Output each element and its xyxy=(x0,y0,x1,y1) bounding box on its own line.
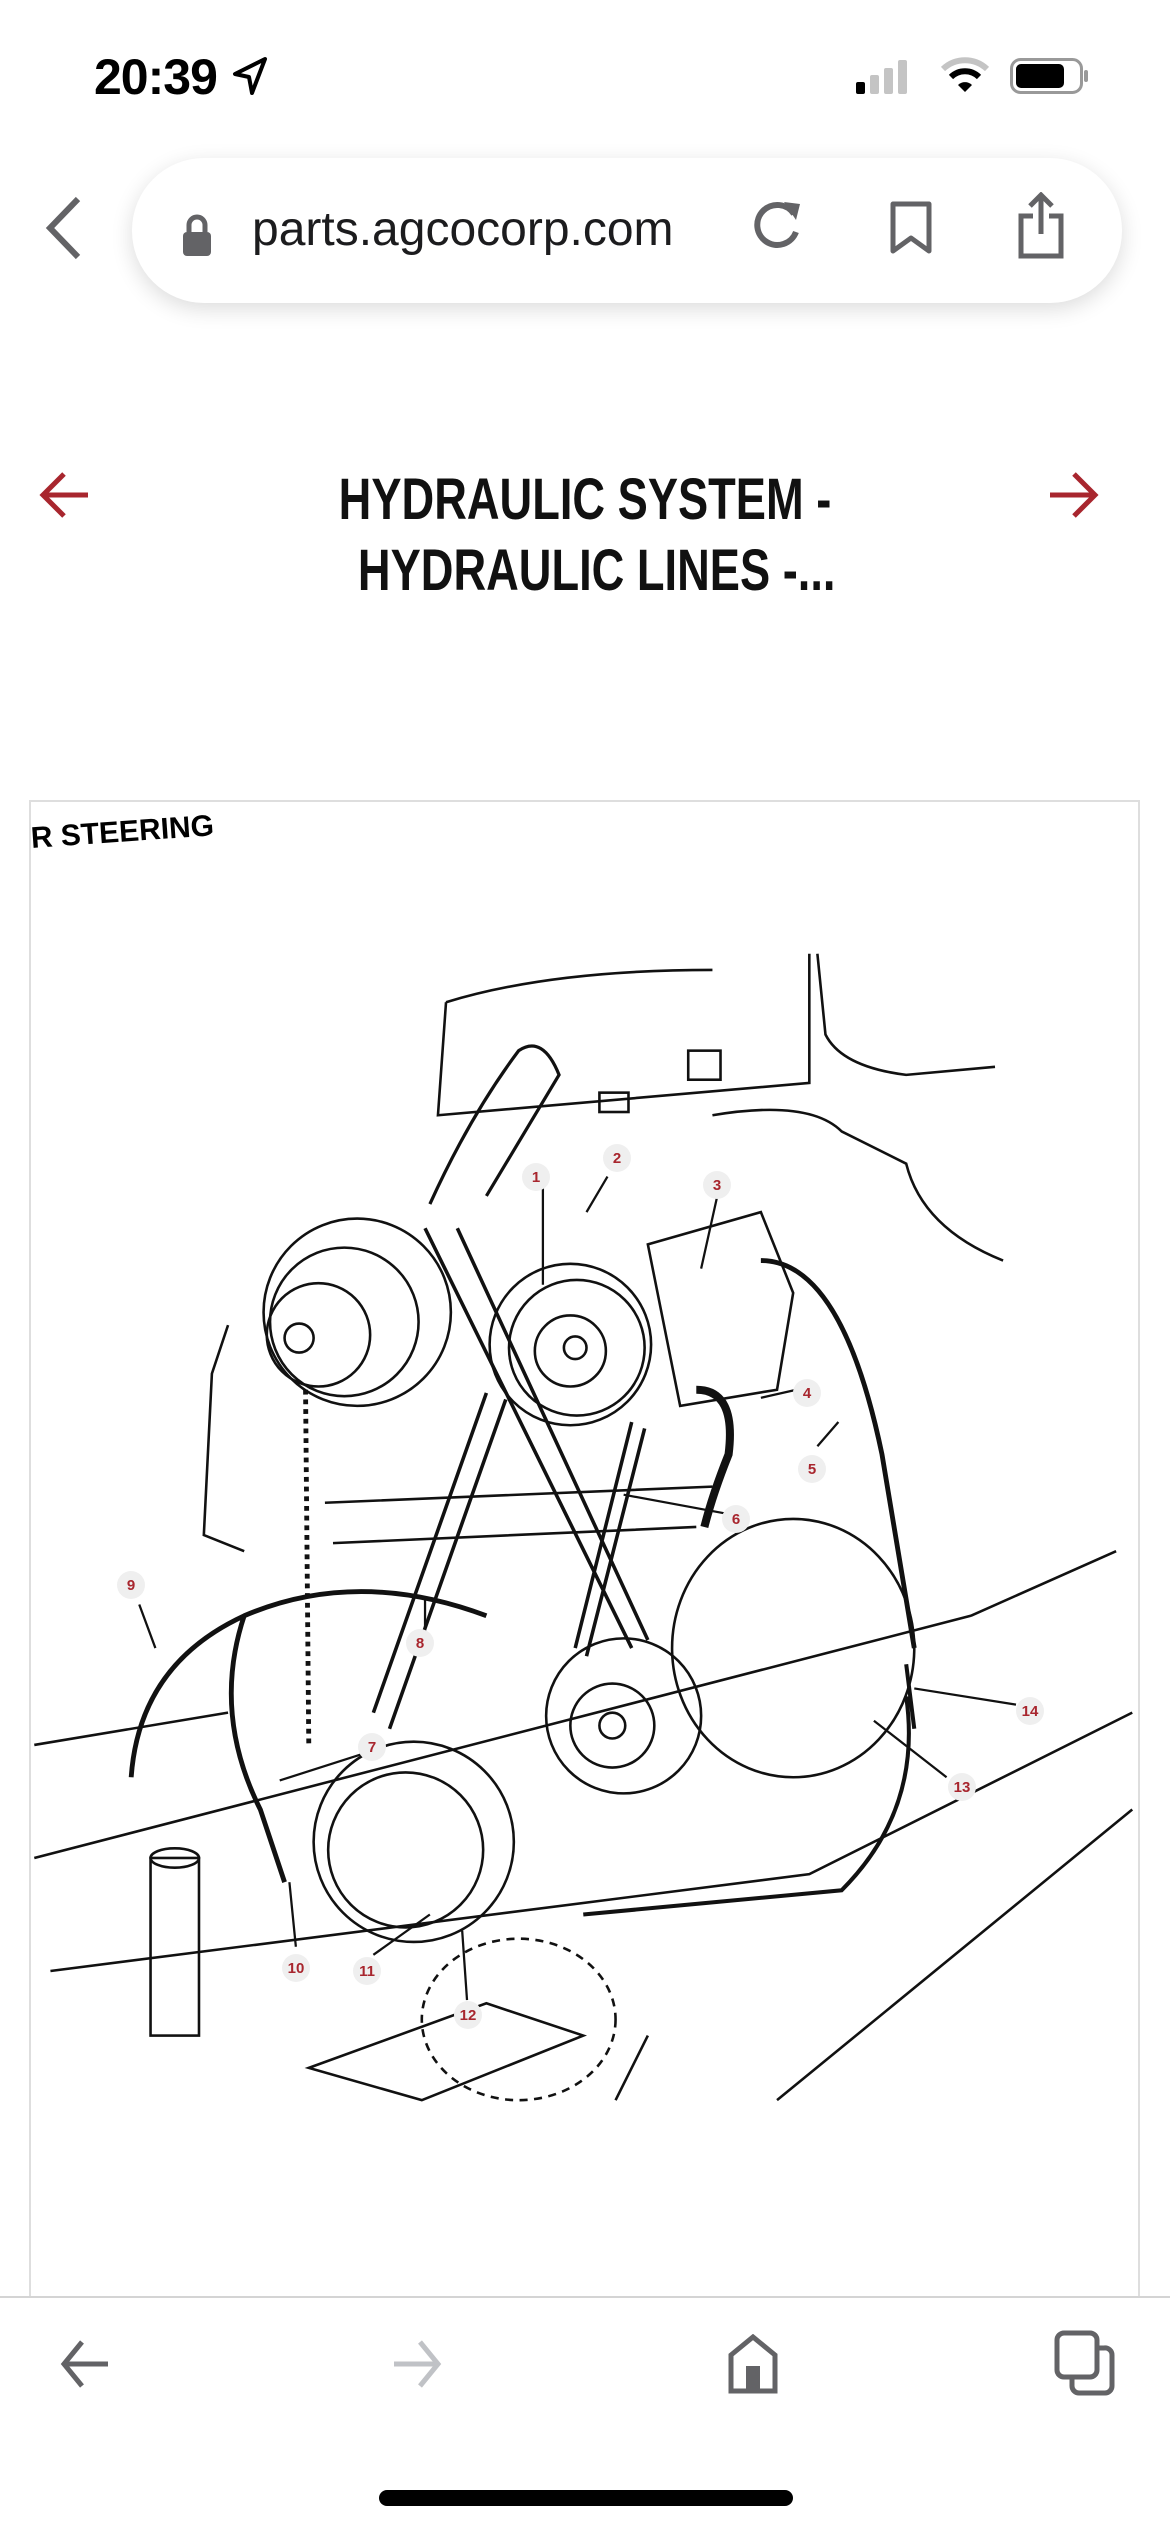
lock-icon xyxy=(183,214,211,256)
battery-icon xyxy=(1010,58,1088,94)
tabs-icon[interactable] xyxy=(1054,2330,1118,2396)
url-text[interactable]: parts.agcocorp.com xyxy=(252,203,674,256)
forward-arrow-icon xyxy=(394,2340,442,2388)
callout-6[interactable]: 6 xyxy=(722,1505,750,1533)
callout-9[interactable]: 9 xyxy=(117,1571,145,1599)
callout-1[interactable]: 1 xyxy=(522,1163,550,1191)
status-time: 20:39 xyxy=(94,49,218,105)
page-title-line1: HYDRAULIC SYSTEM - xyxy=(338,467,832,532)
callout-11[interactable]: 11 xyxy=(353,1957,381,1985)
location-arrow-icon xyxy=(233,57,267,95)
back-arrow-icon[interactable] xyxy=(60,2338,110,2390)
callout-5[interactable]: 5 xyxy=(798,1455,826,1483)
page-title-line2: HYDRAULIC LINES -... xyxy=(357,538,836,603)
callout-3[interactable]: 3 xyxy=(703,1171,731,1199)
callout-2[interactable]: 2 xyxy=(603,1144,631,1172)
next-page-arrow-icon[interactable] xyxy=(1046,470,1100,520)
callout-4[interactable]: 4 xyxy=(793,1379,821,1407)
parts-diagram[interactable]: R STEERING 1 2 3 4 5 6 7 8 9 10 11 12 13… xyxy=(29,800,1140,2300)
reload-icon[interactable] xyxy=(750,198,806,254)
back-chevron-icon[interactable] xyxy=(44,195,84,261)
callout-10[interactable]: 10 xyxy=(282,1954,310,1982)
previous-page-arrow-icon[interactable] xyxy=(38,470,92,520)
bookmark-icon[interactable] xyxy=(888,200,934,256)
callout-14[interactable]: 14 xyxy=(1016,1697,1044,1725)
home-indicator xyxy=(379,2490,793,2506)
share-icon[interactable] xyxy=(1016,192,1066,260)
address-bar[interactable] xyxy=(132,158,1122,303)
cellular-signal-icon xyxy=(856,60,907,94)
callout-12[interactable]: 12 xyxy=(454,2001,482,2029)
engine-line-drawing xyxy=(33,953,1134,2102)
callout-13[interactable]: 13 xyxy=(948,1773,976,1801)
callout-7[interactable]: 7 xyxy=(358,1733,386,1761)
wifi-icon xyxy=(940,57,990,92)
home-icon[interactable] xyxy=(728,2334,778,2394)
callout-8[interactable]: 8 xyxy=(406,1629,434,1657)
